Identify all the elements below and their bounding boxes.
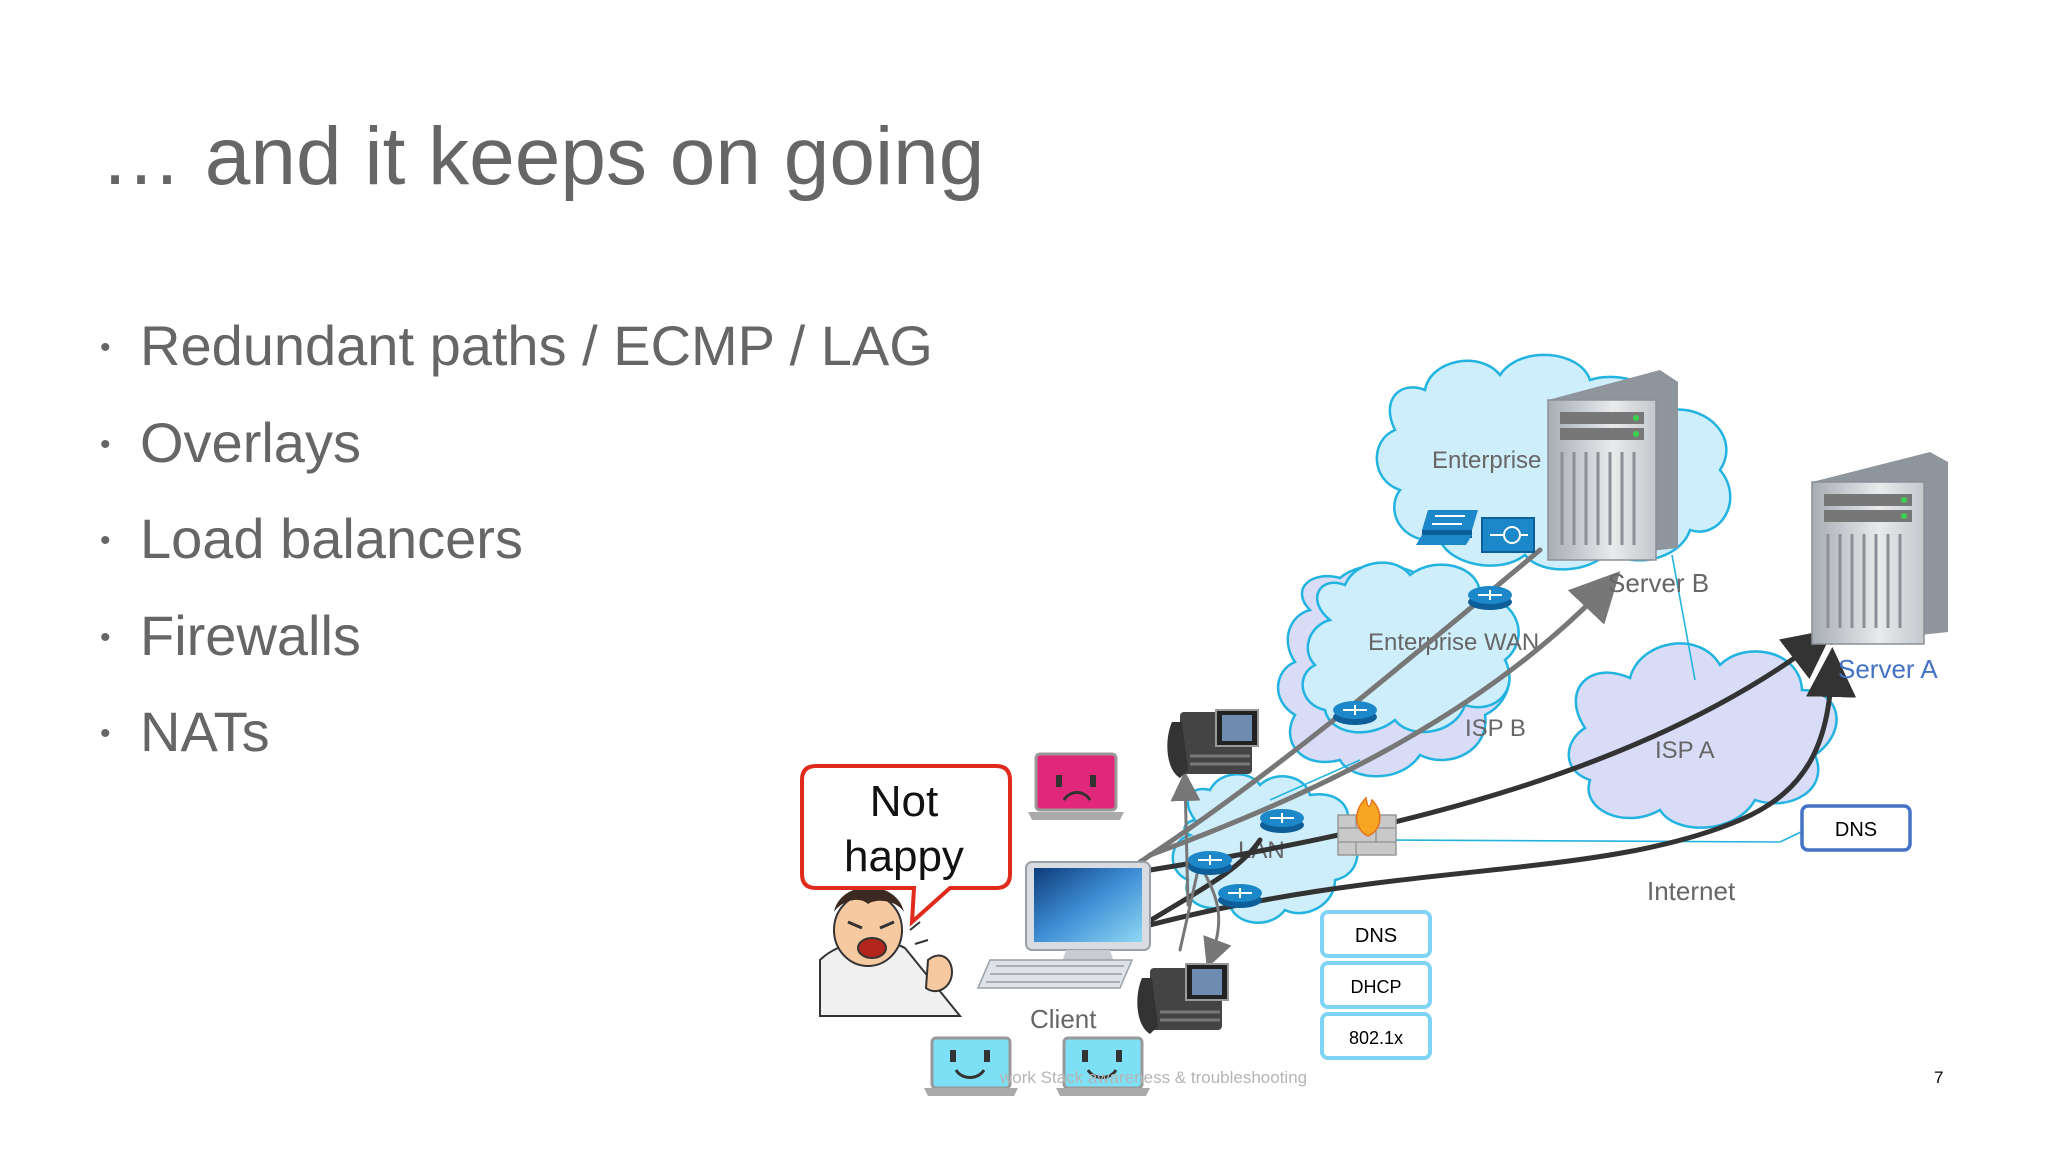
client-computer-icon — [976, 861, 1151, 989]
enterprise-wan-label: Enterprise WAN — [1368, 629, 1539, 656]
path-to-server-a-2 — [1147, 647, 1857, 928]
isp-a-shape — [1567, 642, 1838, 829]
path-to-phone-bottom — [1198, 863, 1232, 969]
router-icon — [1218, 884, 1262, 908]
path-client-lan — [1145, 837, 1263, 925]
path-down — [1178, 868, 1200, 952]
lan-dhcp-label: DHCP — [1350, 977, 1401, 997]
page-number: 7 — [1934, 1068, 1944, 1087]
slide-title: … and it keeps on going — [100, 111, 985, 202]
bullet-item: Redundant paths / ECMP / LAG — [100, 308, 933, 405]
load-balancer-icon — [1481, 517, 1535, 553]
lan-dns-label: DNS — [1355, 925, 1397, 947]
ip-phone-icon — [1167, 709, 1259, 778]
bullet-item: Firewalls — [100, 598, 933, 695]
bullet-item: Overlays — [100, 405, 933, 502]
ip-phone-icon — [1137, 963, 1229, 1034]
happy-laptop-icon — [924, 1036, 1018, 1096]
happy-laptop-icon — [1056, 1036, 1150, 1096]
server-a-icon — [1811, 452, 1948, 645]
server-b-icon — [1547, 370, 1678, 561]
router-icon — [1333, 701, 1377, 725]
lan-services: DNS DHCP 802.1x — [1320, 910, 1432, 1060]
routers — [1188, 586, 1512, 908]
path-to-server-a-1 — [1147, 628, 1834, 873]
switch-icon — [1416, 535, 1472, 545]
enterprise-wan-cloud: Enterprise WAN — [1301, 561, 1539, 734]
router-icon — [1468, 586, 1512, 610]
isp-b-label: ISP B — [1465, 715, 1526, 742]
internet-label: Internet — [1647, 876, 1736, 906]
sad-laptop-icon — [1028, 752, 1124, 820]
bullet-item: NATs — [100, 694, 933, 791]
firewall-icon — [1337, 796, 1397, 856]
isp-a-label: ISP A — [1655, 737, 1715, 764]
enterprise-wan-shape — [1301, 561, 1520, 734]
dc-switches — [1416, 510, 1535, 553]
router-icon — [1260, 809, 1304, 833]
internet-dns-label: DNS — [1835, 819, 1877, 841]
speech-bubble — [800, 764, 1012, 927]
footer-text: work Stack awareness & troubleshooting — [1000, 1068, 1308, 1087]
path-to-phone-top — [1170, 771, 1201, 907]
path-to-server-b — [1147, 571, 1621, 858]
lan-8021x-label: 802.1x — [1349, 1028, 1403, 1048]
internet-dns-box: DNS — [1800, 804, 1912, 852]
server-a-label: Server A — [1838, 654, 1938, 684]
client-label: Client — [1030, 1004, 1097, 1034]
bullet-list: Redundant paths / ECMP / LAG Overlays Lo… — [100, 308, 933, 791]
server-b-label: Server B — [1608, 568, 1709, 598]
bullet-item: Load balancers — [100, 501, 933, 598]
switch-icon — [1422, 510, 1478, 538]
router-icon — [1188, 851, 1232, 875]
isp-a-cloud: ISP A — [1567, 642, 1838, 829]
angry-user-icon — [819, 887, 976, 1017]
speech-bubble-text: Not happy — [844, 777, 964, 881]
